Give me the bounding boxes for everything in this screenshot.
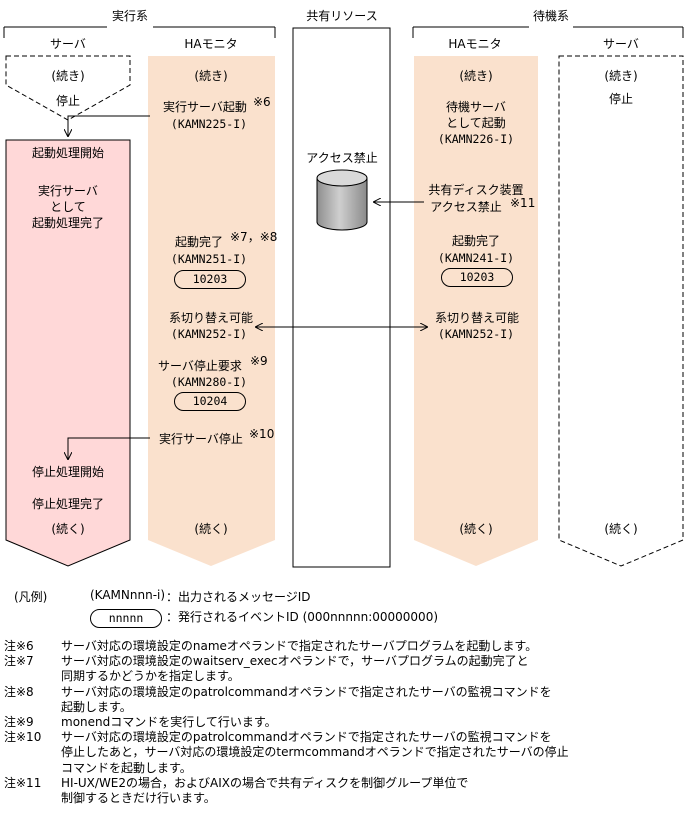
ha-standby-event3-label: 起動完了	[452, 233, 500, 248]
ha-active-event4-message: (KAMN280-I)	[171, 375, 247, 389]
server-active-stopped-shape	[5, 55, 131, 121]
note-number: 注※6	[4, 639, 34, 653]
shared-access-denied: アクセス禁止	[306, 151, 377, 165]
server-active-start-complete-3: 起動処理完了	[32, 215, 104, 230]
note-number: 注※11	[4, 775, 42, 790]
ha-standby-event3-message: (KAMN241-I)	[438, 251, 514, 265]
legend-event-sample: nnnnn	[90, 609, 162, 628]
note-number: 注※10	[4, 730, 42, 745]
ha-active-event2-note: ※7，※8	[230, 230, 277, 244]
ha-standby-event4-message: (KAMN252-I)	[438, 327, 514, 341]
disk-cylinder-icon	[316, 169, 368, 231]
note-text: HI-UX/WE2の場合，およびAIXの場合で共有ディスクを制御グループ単位で …	[61, 775, 469, 806]
ha-active-continues-bottom: (続く)	[194, 522, 227, 536]
shared-resource-box	[292, 27, 391, 568]
ha-standby-event3-event-id: 10203	[441, 268, 513, 287]
server-active-state: 停止	[56, 93, 80, 108]
note-number: 注※8	[4, 684, 34, 699]
ha-standby-continues-bottom: (続く)	[459, 522, 492, 536]
server-active-start-complete-2: として	[50, 200, 86, 214]
legend-title: (凡例)	[14, 590, 48, 604]
ha-active-event1-message: (KAMN225-I)	[171, 117, 247, 131]
note-8: 注※8 サーバ対応の環境設定のpatrolcommandオペランドで指定されたサー…	[4, 685, 684, 715]
legend-message-sample: (KAMNnnn-i)	[90, 588, 166, 602]
note-7: 注※7 サーバ対応の環境設定のwaitserv_execオペランドで，サーバプログ…	[4, 654, 684, 684]
ha-standby-column-label: HAモニタ	[448, 37, 501, 51]
shared-resource-label: 共有リソース	[306, 9, 377, 23]
note-text: サーバ対応の環境設定のpatrolcommandオペランドで指定されたサーバの監…	[61, 684, 552, 714]
arrow-stop-server	[68, 437, 150, 459]
legend-event-description: ：発行されるイベントID (000nnnnn:00000000)	[166, 610, 439, 624]
ha-active-event5-note: ※10	[249, 427, 274, 441]
active-system-header: 実行系	[3, 8, 276, 38]
note-9: 注※9 monendコマンドを実行して行います。	[4, 715, 684, 730]
ha-standby-event1-line1: 待機サーバ	[446, 99, 506, 114]
server-standby-continued-top: (続き)	[604, 69, 637, 83]
ha-standby-continued-top: (続き)	[459, 69, 492, 83]
notes-list: 注※6 サーバ対応の環境設定のnameオペランドで指定されたサーバプログラムを起動…	[4, 639, 684, 806]
ha-active-event3-message: (KAMN252-I)	[171, 327, 247, 341]
ha-standby-event2-line2: アクセス禁止	[430, 200, 501, 214]
ha-standby-event1-message: (KAMN226-I)	[438, 132, 514, 146]
server-standby-stopped-shape	[558, 55, 684, 567]
ha-standby-event2-line1: 共有ディスク装置	[428, 182, 523, 197]
ha-standby-event2-note: ※11	[510, 196, 535, 210]
ha-active-event4-event-id: 10204	[174, 392, 246, 411]
ha-active-event2-label: 起動完了	[175, 234, 223, 249]
note-number: 注※9	[4, 715, 34, 730]
server-active-running-shape	[5, 139, 131, 567]
ha-active-event1-label: 実行サーバ起動	[163, 99, 247, 114]
standby-system-header: 待機系	[412, 8, 684, 38]
ha-active-event2-event-id: 10203	[174, 270, 246, 289]
arrow-start-server	[68, 115, 150, 136]
server-active-continues-bottom: (続く)	[51, 522, 84, 536]
server-active-stop-complete: 停止処理完了	[32, 496, 104, 511]
note-11: 注※11 HI-UX/WE2の場合，およびAIXの場合で共有ディスクを制御グループ…	[4, 776, 684, 806]
ha-active-shape	[148, 56, 275, 566]
ha-active-event3-label: 系切り替え可能	[169, 311, 253, 325]
server-standby-column-label: サーバ	[603, 37, 639, 51]
ha-active-event4-note: ※9	[250, 354, 268, 368]
server-standby-state: 停止	[609, 91, 633, 106]
server-active-start-complete-1: 実行サーバ	[38, 183, 98, 198]
ha-active-continued-top: (続き)	[194, 69, 227, 83]
ha-standby-shape	[414, 56, 538, 566]
ha-standby-event4-label: 系切り替え可能	[435, 311, 519, 325]
ha-active-event5-label: 実行サーバ停止	[159, 431, 243, 446]
ha-active-event1-note: ※6	[253, 95, 271, 109]
note-text: サーバ対応の環境設定のpatrolcommandオペランドで指定されたサーバの監…	[61, 730, 569, 775]
note-text: monendコマンドを実行して行います。	[61, 715, 277, 730]
ha-active-column-label: HAモニタ	[184, 37, 237, 51]
active-system-label: 実行系	[112, 8, 148, 23]
server-active-stop-begin: 停止処理開始	[32, 464, 104, 479]
note-6: 注※6 サーバ対応の環境設定のnameオペランドで指定されたサーバプログラムを起動…	[4, 639, 684, 654]
standby-system-label: 待機系	[533, 8, 569, 23]
server-active-start-begin: 起動処理開始	[32, 146, 104, 160]
server-active-continued-top: (続き)	[51, 69, 84, 83]
note-text: サーバ対応の環境設定のnameオペランドで指定されたサーバプログラムを起動します…	[61, 639, 538, 653]
note-number: 注※7	[4, 654, 34, 669]
legend-message-description: ：出力されるメッセージID	[166, 590, 311, 604]
ha-active-event4-label: サーバ停止要求	[158, 358, 242, 373]
note-10: 注※10 サーバ対応の環境設定のpatrolcommandオペランドで指定されたサ…	[4, 730, 684, 776]
ha-standby-event1-line2: として起動	[446, 116, 506, 130]
note-text: サーバ対応の環境設定のwaitserv_execオペランドで，サーバプログラムの…	[61, 654, 529, 684]
server-standby-continues-bottom: (続く)	[604, 522, 637, 536]
server-active-column-label: サーバ	[50, 37, 86, 51]
ha-active-event2-message: (KAMN251-I)	[171, 252, 247, 266]
